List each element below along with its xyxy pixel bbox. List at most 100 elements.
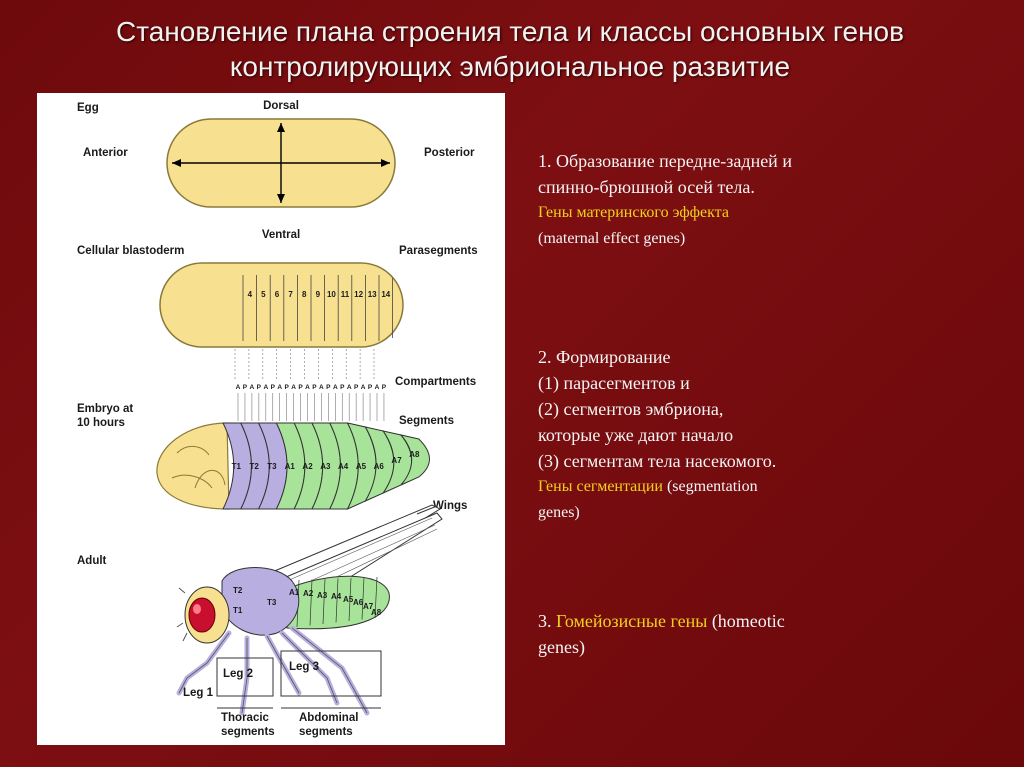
point-2-line-4: которые уже дают начало: [538, 425, 734, 445]
parasegment-number: 14: [381, 290, 390, 299]
compartment-mark: P: [284, 384, 289, 391]
figure-svg: Egg Dorsal Anterior Posterior Ventral Ce…: [77, 100, 478, 738]
adult-abdomen-line: [309, 579, 313, 626]
compartment-mark: P: [298, 384, 303, 391]
compartment-mark: P: [243, 384, 248, 391]
point-1-line-2: спинно-брюшной осей тела.: [538, 177, 755, 197]
adult-thoracic-label: T1: [233, 606, 243, 615]
leg2-label: Leg 2: [223, 668, 253, 680]
point-2-line-3: (2) сегментов эмбриона,: [538, 399, 724, 419]
embryo-segment-label: A3: [320, 462, 331, 471]
parasegment-number: 7: [288, 290, 293, 299]
point-1-genes: Гены материнского эффекта: [538, 204, 729, 221]
point-2-line-2: (1) парасегментов и: [538, 373, 690, 393]
adult-abdomen-line: [335, 578, 339, 623]
ventral-label: Ventral: [262, 229, 300, 241]
compartment-mark: P: [257, 384, 262, 391]
parasegment-number: 10: [327, 290, 336, 299]
embryo-segment-label: T1: [232, 462, 242, 471]
point-2-genes-en-b: genes): [538, 504, 580, 521]
abdominal-label-1: Abdominal: [299, 712, 358, 724]
parasegments-label: Parasegments: [399, 245, 478, 257]
compartment-mark: P: [382, 384, 387, 391]
adult-abdomen-line: [361, 577, 365, 620]
adult-abdomen-line: [322, 578, 326, 625]
drosophila-development-figure: Egg Dorsal Anterior Posterior Ventral Ce…: [37, 93, 505, 745]
compartment-mark: A: [347, 384, 352, 391]
embryo-segment-label: A8: [409, 450, 420, 459]
compartment-mark: P: [271, 384, 276, 391]
wings-pointer: [416, 505, 438, 515]
adult-bristles: [176, 587, 188, 642]
compartment-mark: A: [361, 384, 366, 391]
parasegment-number: 11: [341, 290, 350, 299]
egg-label: Egg: [77, 102, 99, 114]
parasegment-number: 6: [275, 290, 280, 299]
embryo-segment-label: A4: [338, 462, 349, 471]
compartment-mark: A: [305, 384, 310, 391]
adult-eye: [188, 597, 216, 633]
leg3-box: [280, 650, 382, 697]
point-1-line-1: 1. Образование передне-задней и: [538, 151, 792, 171]
point-2-genes-en-a: (segmentation: [666, 478, 758, 495]
wing-vein-1: [286, 517, 433, 582]
embryo-head-folds: [171, 446, 226, 489]
compartment-mark: P: [354, 384, 359, 391]
embryo-segment-label: A1: [285, 462, 296, 471]
parasegment-number: 9: [316, 290, 321, 299]
title-line-2: контролирующих эмбриональное развитие: [229, 51, 791, 82]
posterior-label: Posterior: [424, 147, 475, 159]
embryo-segment-label: A6: [374, 462, 385, 471]
segments-label: Segments: [399, 415, 454, 427]
embryo-label-1: Embryo at: [77, 403, 133, 415]
adult-label: Adult: [77, 555, 107, 567]
adult-abdominal-label: A7: [363, 602, 374, 611]
adult-eye-highlight: [193, 604, 201, 614]
embryo-label-2: 10 hours: [77, 417, 125, 429]
axis-arrow-left: [172, 159, 181, 167]
compartment-mark: A: [333, 384, 338, 391]
adult-abdominal-label: A8: [371, 608, 382, 617]
blastoderm-shape: [159, 262, 404, 348]
point-3: 3. Гомейозисные гены (homeotic genes): [538, 608, 978, 660]
embryo-segment-label: T2: [249, 462, 259, 471]
adult-thorax: [221, 567, 300, 636]
anterior-label: Anterior: [83, 147, 128, 159]
compartment-mark: A: [319, 384, 324, 391]
point-2: 2. Формирование (1) парасегментов и (2) …: [538, 344, 978, 526]
compartment-mark: A: [277, 384, 282, 391]
title-line-1: Становление плана строения тела и классы…: [116, 16, 904, 47]
wing-vein-2: [294, 524, 436, 589]
embryo-segment-label: T3: [267, 462, 277, 471]
compartments-label: Compartments: [395, 376, 476, 388]
adult-abdominal-label: A4: [331, 592, 342, 601]
point-3-genes: Гомейозисные гены: [556, 611, 708, 631]
blastoderm-label: Cellular blastoderm: [77, 245, 184, 257]
parasegment-number: 5: [261, 290, 266, 299]
compartment-mark: A: [263, 384, 268, 391]
point-1: 1. Образование передне-задней и спинно-б…: [538, 148, 978, 252]
leg2-box: [216, 657, 274, 697]
dorsal-label: Dorsal: [263, 100, 299, 112]
parasegment-number: 4: [248, 290, 253, 299]
compartment-mark: P: [340, 384, 345, 391]
compartment-mark: A: [236, 384, 241, 391]
adult-abdominal-label: A2: [303, 589, 314, 598]
embryo-segment-label: A7: [391, 456, 402, 465]
parasegment-number: 8: [302, 290, 307, 299]
adult-thoracic-label: T3: [267, 598, 277, 607]
adult-abdominal-label: A5: [343, 595, 354, 604]
leg3-label: Leg 3: [289, 661, 319, 673]
thoracic-label-1: Thoracic: [221, 712, 270, 724]
compartment-mark: P: [326, 384, 331, 391]
axis-arrow-right: [381, 159, 390, 167]
point-2-genes: Гены сегментации: [538, 478, 663, 495]
axis-arrow-up: [277, 123, 285, 132]
point-3-genes-en-a: (homeotic: [711, 611, 785, 631]
adult-abdomen-line: [348, 577, 352, 622]
parasegment-number: 12: [354, 290, 363, 299]
point-1-genes-en: (maternal effect genes): [538, 230, 686, 247]
